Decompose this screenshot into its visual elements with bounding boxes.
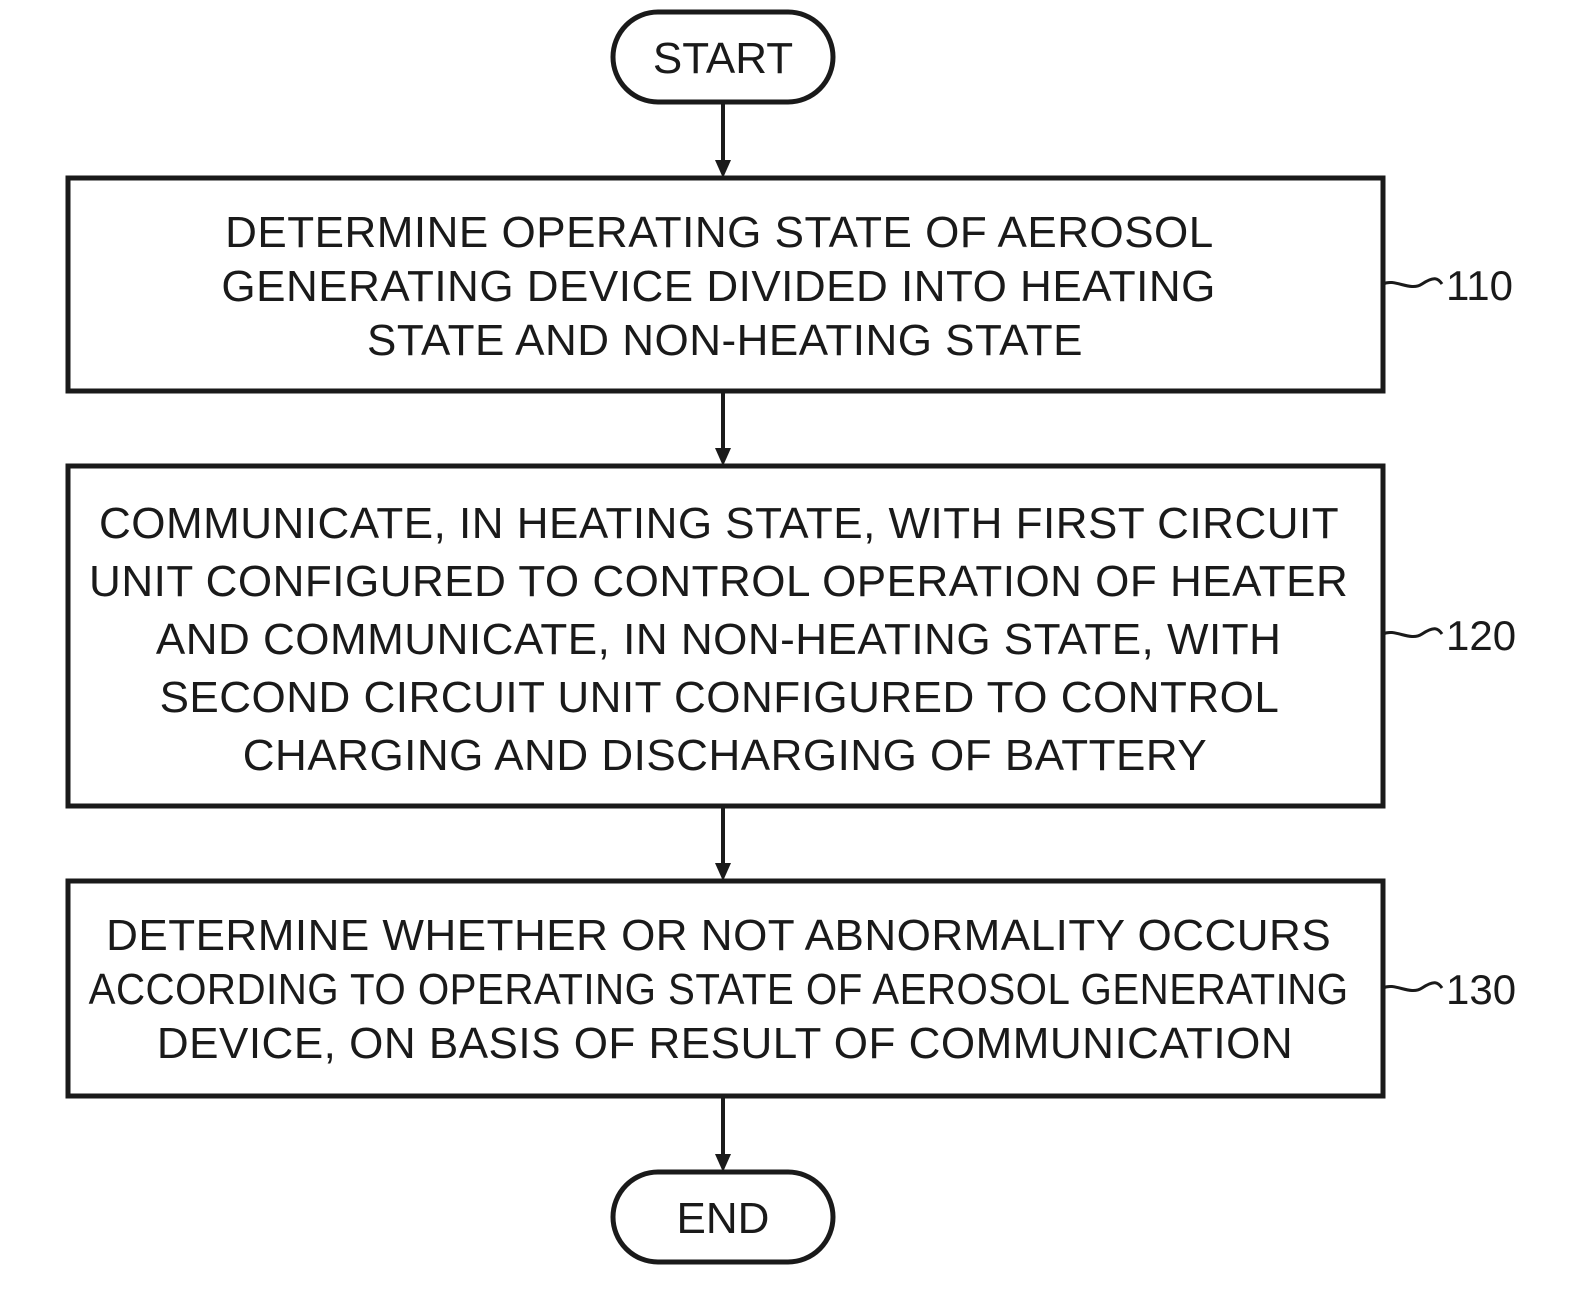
step-110-ref: 110	[1446, 262, 1513, 309]
connector-120-to-130	[715, 806, 731, 881]
step-120-line-4: SECOND CIRCUIT UNIT CONFIGURED TO CONTRO…	[160, 673, 1279, 722]
connector-110-to-120	[715, 391, 731, 466]
connector-start-to-110	[715, 102, 731, 178]
step-120-line-5: CHARGING AND DISCHARGING OF BATTERY	[243, 731, 1207, 780]
step-120: COMMUNICATE, IN HEATING STATE, WITH FIRS…	[68, 466, 1516, 806]
step-130-line-1: DETERMINE WHETHER OR NOT ABNORMALITY OCC…	[106, 911, 1331, 960]
step-130-line-2: ACCORDING TO OPERATING STATE OF AEROSOL …	[89, 965, 1349, 1014]
step-120-text: COMMUNICATE, IN HEATING STATE, WITH FIRS…	[89, 499, 1361, 780]
start-terminal: START	[613, 12, 833, 102]
step-120-line-3: AND COMMUNICATE, IN NON-HEATING STATE, W…	[156, 615, 1282, 664]
step-120-line-1: COMMUNICATE, IN HEATING STATE, WITH FIRS…	[99, 499, 1338, 548]
step-130-line-3: DEVICE, ON BASIS OF RESULT OF COMMUNICAT…	[157, 1019, 1293, 1068]
step-120-line-2: UNIT CONFIGURED TO CONTROL OPERATION OF …	[89, 557, 1348, 606]
end-terminal: END	[613, 1172, 833, 1262]
step-110-leader	[1383, 279, 1442, 287]
connector-130-to-end	[715, 1096, 731, 1172]
step-110-text: DETERMINE OPERATING STATE OF AEROSOL GEN…	[221, 208, 1228, 365]
start-label: START	[653, 34, 793, 83]
step-130-text: DETERMINE WHETHER OR NOT ABNORMALITY OCC…	[89, 911, 1362, 1068]
step-120-leader	[1383, 629, 1442, 637]
step-130-ref: 130	[1446, 966, 1516, 1013]
step-110: DETERMINE OPERATING STATE OF AEROSOL GEN…	[68, 178, 1513, 391]
step-110-line-1: DETERMINE OPERATING STATE OF AEROSOL	[225, 208, 1213, 257]
step-120-ref: 120	[1446, 612, 1516, 659]
step-110-line-3: STATE AND NON-HEATING STATE	[367, 316, 1083, 365]
step-110-line-2: GENERATING DEVICE DIVIDED INTO HEATING	[221, 262, 1215, 311]
step-130-leader	[1383, 983, 1442, 991]
step-130: DETERMINE WHETHER OR NOT ABNORMALITY OCC…	[68, 881, 1516, 1096]
end-label: END	[677, 1194, 770, 1243]
